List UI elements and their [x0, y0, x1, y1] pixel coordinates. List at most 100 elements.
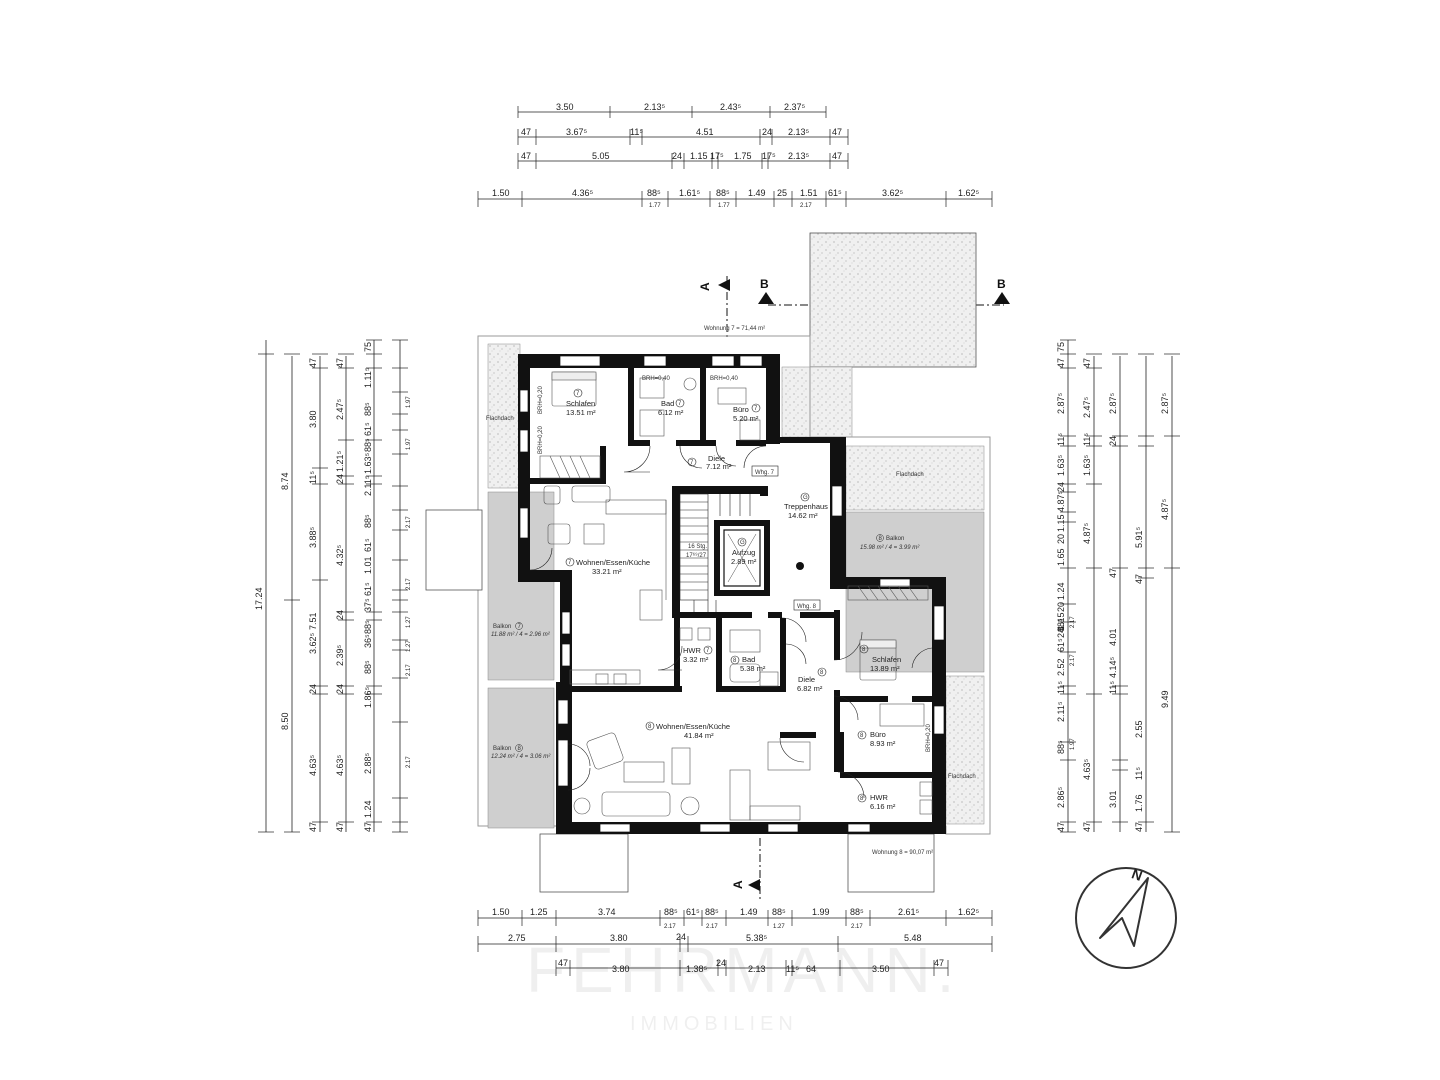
flachdach-top-mid — [781, 366, 853, 438]
dim-label: 4.63⁵ — [1082, 758, 1092, 780]
dim-label: 88⁵ — [664, 907, 678, 917]
dim-sublabel: 1.97 — [406, 396, 412, 408]
dim-label: 47 — [1056, 822, 1066, 832]
dim-label: 2.47⁵ — [335, 398, 345, 420]
dim-label: 3.50 — [556, 102, 574, 112]
room-name: Wohnen/Essen/Küche — [656, 722, 730, 731]
dim-label: 2.52 — [1056, 658, 1066, 676]
room-area: 13.51 m² — [566, 408, 596, 417]
dim-label: 3.01 — [1108, 790, 1118, 808]
dim-label: 5.38⁵ — [746, 933, 768, 943]
room-name: Treppenhaus — [784, 502, 828, 511]
watermark-brand: FEHRMANN. — [526, 934, 960, 1006]
dim-label: 4.51 — [696, 127, 714, 137]
room-area: 6.82 m² — [797, 684, 823, 693]
dim-label: 47 — [832, 151, 842, 161]
room-wek-7: 7 Wohnen/Essen/Küche 33.21 m² — [565, 557, 650, 576]
dim-sublabel: 2.17 — [664, 924, 676, 930]
dim-label: 1.38⁵ — [686, 964, 708, 974]
room-name: Diele — [798, 675, 815, 684]
dim-label: 1.49 — [740, 907, 758, 917]
dim-label: 2.86⁵ — [1056, 786, 1066, 808]
room-name: Balkon — [886, 536, 904, 542]
dim-label: 1.76 — [1134, 794, 1144, 812]
dim-sublabel: 1.27 — [406, 616, 412, 628]
dim-label: 47 — [308, 822, 318, 832]
brh-schlafen-7-lower: BRH=0,20 — [538, 425, 544, 454]
dim-label: 24 — [335, 684, 345, 694]
dim-label: 47 — [1056, 358, 1066, 368]
dim-label: 3.80 — [612, 964, 630, 974]
room-number: 8 — [648, 724, 652, 730]
dim-label: 88⁵ — [363, 514, 373, 528]
dim-label: 47 — [521, 127, 531, 137]
dim-label: 4.01 — [1108, 628, 1118, 646]
room-area: 15.98 m² / 4 = 3.99 m² — [860, 545, 920, 551]
dim-label: 64 — [806, 964, 816, 974]
room-buero-7: Büro 7 5.20 m² — [733, 403, 761, 423]
dim-label: 3.88⁵ — [308, 526, 318, 548]
roof-terrace-square — [809, 232, 977, 368]
dim-sublabel: 2.17 — [406, 578, 412, 590]
room-bad-8: 8 Bad 5.38 m² — [730, 655, 766, 673]
dim-sublabel: 1.27 — [773, 924, 785, 930]
section-a-label: A — [698, 282, 712, 291]
dim-label: 11⁵ — [786, 964, 799, 974]
dim-label: 2.43⁵ — [720, 102, 742, 112]
dim-label: 37⁵ — [363, 598, 373, 612]
room-hwr-7: HWR 7 3.32 m² — [683, 645, 713, 664]
dim-label: 2.87⁵ — [1056, 392, 1066, 414]
dim-label: 11⁵ — [1082, 433, 1092, 446]
dim-label: 3.62⁵ — [882, 188, 904, 198]
windows — [519, 355, 945, 833]
dim-label: 2.87⁵ — [1160, 392, 1170, 414]
room-number: 8 — [733, 658, 737, 664]
dim-label: 9.49 — [1160, 690, 1170, 708]
dim-label: 11⁵ — [1056, 433, 1066, 446]
dim-label: 7.51 — [308, 612, 318, 630]
room-number: 7 — [576, 391, 580, 397]
dim-label: 25 — [777, 188, 787, 198]
dim-label: 4.14⁵ — [1108, 656, 1118, 678]
room-area: 33.21 m² — [592, 567, 622, 576]
room-area: 7.12 m² — [706, 462, 732, 471]
outdoor-step-left — [425, 509, 483, 591]
room-number: 8 — [860, 733, 864, 739]
dim-label: 17⁵ — [710, 151, 724, 161]
stairs-label: 16 Stg. 17⁶⁹/27 — [686, 544, 707, 559]
dim-label: 11⁵ — [630, 127, 643, 137]
dim-sublabel: 2.17 — [851, 924, 863, 930]
dim-label: 5.48 — [904, 933, 922, 943]
room-area: 12.24 m² / 4 = 3.06 m² — [491, 754, 551, 760]
dim-label: 1.86⁵ — [363, 686, 373, 708]
staircase — [679, 493, 751, 612]
dim-label: 2.88⁵ — [363, 752, 373, 774]
room-name: HWR — [870, 793, 888, 802]
room-name: Balkon — [493, 746, 511, 752]
dim-label: 61⁵ — [363, 422, 373, 436]
elevator — [723, 529, 761, 587]
room-area: 11.88 m² / 4 = 2.96 m² — [491, 632, 551, 638]
dim-label: 4.32⁵ — [335, 544, 345, 566]
dim-label: 61⁵ — [1056, 638, 1066, 652]
dim-sublabel: 1.97 — [1070, 738, 1076, 750]
dim-label: 24 — [1108, 436, 1118, 446]
whg-7-tag: Whg. 7 — [751, 465, 779, 477]
stairs-count: 16 Stg. — [688, 544, 707, 550]
dim-label: 88⁵ — [850, 907, 864, 917]
balkon-left-lower — [487, 687, 555, 829]
north-arrow-icon — [1099, 877, 1149, 947]
furniture — [539, 371, 933, 821]
right-dimension-labels: 75 47 2.87⁵ 11⁵ 1.63⁵ 24 4.87⁵ 1.15 20 1… — [1056, 342, 1170, 832]
dim-label: 1.15 — [1056, 612, 1066, 630]
room-treppenhaus: G Treppenhaus 14.62 m² — [784, 492, 828, 520]
dim-label: 47 — [934, 958, 944, 968]
section-b-label-left: B — [760, 277, 769, 291]
room-name: Wohnen/Essen/Küche — [576, 558, 650, 567]
dim-label: 2.47⁵ — [1082, 396, 1092, 418]
dim-label: 1.63⁵ — [1082, 454, 1092, 476]
room-diele-8: 8 Diele 6.82 m² — [797, 667, 827, 693]
dim-label: 2.13 — [748, 964, 766, 974]
dim-label: 1.65 — [1056, 548, 1066, 566]
